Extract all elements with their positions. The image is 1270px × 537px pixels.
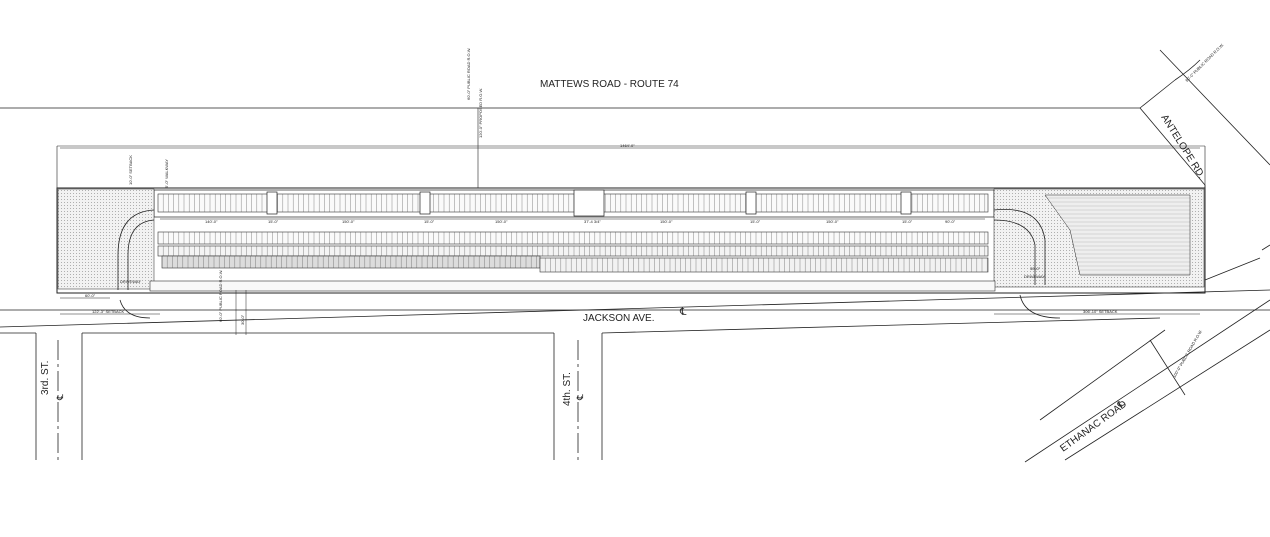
row-bottom-2-dim: 30'-0" <box>240 314 245 325</box>
row-segment-dim: 90'-0" <box>945 219 956 224</box>
right-building-area <box>1044 194 1191 276</box>
third-st-centerline-symbol: ℄ <box>55 394 65 401</box>
setback-left-dim: 122'-3" SETBACK <box>92 309 125 314</box>
driveways <box>117 208 1061 319</box>
row-segment-dims: 140'-0" 15'-0" 150'-0" 15'-0" 150'-0" 37'-4 3… <box>205 219 956 224</box>
walkway-dim: 5'-0" WALKWAY <box>164 159 169 188</box>
jackson-ave-label: JACKSON AVE. <box>583 313 655 324</box>
jackson-centerline-symbol: ℄ <box>679 307 687 318</box>
driveway-right-label: DRIVEWAY <box>1024 274 1045 279</box>
ethanac-centerline-symbol: ℄ <box>1114 398 1126 410</box>
fourth-st-label: 4th. ST. <box>562 372 573 406</box>
row-bottom-dim: 60'-0" PUBLIC ROAD R.O.W. <box>218 270 223 322</box>
antelope-rd-label: ANTELOPE RD. <box>1158 113 1206 181</box>
overall-length-dim: 1464'-0" <box>620 143 635 148</box>
row-segment-dim: 37'-4 3/4" <box>584 219 601 224</box>
row-ethanac-dim: 100'-0" PUBLIC ROAD R.O.W. <box>1172 329 1204 379</box>
left-landscape-area <box>57 188 155 290</box>
row-segment-dim: 15'-0" <box>902 219 913 224</box>
row-segment-dim: 15'-0" <box>268 219 279 224</box>
row-segment-dim: 150'-0" <box>342 219 355 224</box>
row-segment-dim: 150'-0" <box>660 219 673 224</box>
mattews-road-label: MATTEWS ROAD - ROUTE 74 <box>540 79 679 90</box>
fourth-st-centerline-symbol: ℄ <box>575 394 585 401</box>
setback-top-left-dim: 10'-0" SETBACK <box>128 155 133 185</box>
driveway-left-label: DRIVEWAY <box>120 279 141 284</box>
row-breaks <box>266 189 912 217</box>
row-segment-dim: 140'-0" <box>205 219 218 224</box>
ethanac-road <box>1024 299 1270 463</box>
row-segment-dim: 15'-0" <box>424 219 435 224</box>
row-top-dim: 60'-0" PUBLIC ROAD R.O.W. <box>466 48 471 100</box>
parking-rows <box>149 193 996 292</box>
cross-streets <box>0 317 1161 462</box>
setback-left-2-dim: 60'-0" <box>85 293 96 298</box>
jackson-ave <box>0 289 1270 328</box>
third-st-label: 3rd. ST. <box>40 361 51 395</box>
entry-dim: 30'-0" <box>1030 266 1041 271</box>
row-top-2-dim: 120'-0" PROPOSED R.O.W. <box>478 88 483 138</box>
row-segment-dim: 15'-0" <box>750 219 761 224</box>
row-antelope-dim: 60'-0" PUBLIC ROAD R.O.W. <box>1184 42 1225 83</box>
row-segment-dim: 150'-0" <box>826 219 839 224</box>
setback-right-dim: 306'-10" SETBACK <box>1083 309 1118 314</box>
mattews-road <box>0 107 1206 186</box>
row-segment-dim: 150'-0" <box>495 219 508 224</box>
dimension-lines <box>60 147 1200 335</box>
